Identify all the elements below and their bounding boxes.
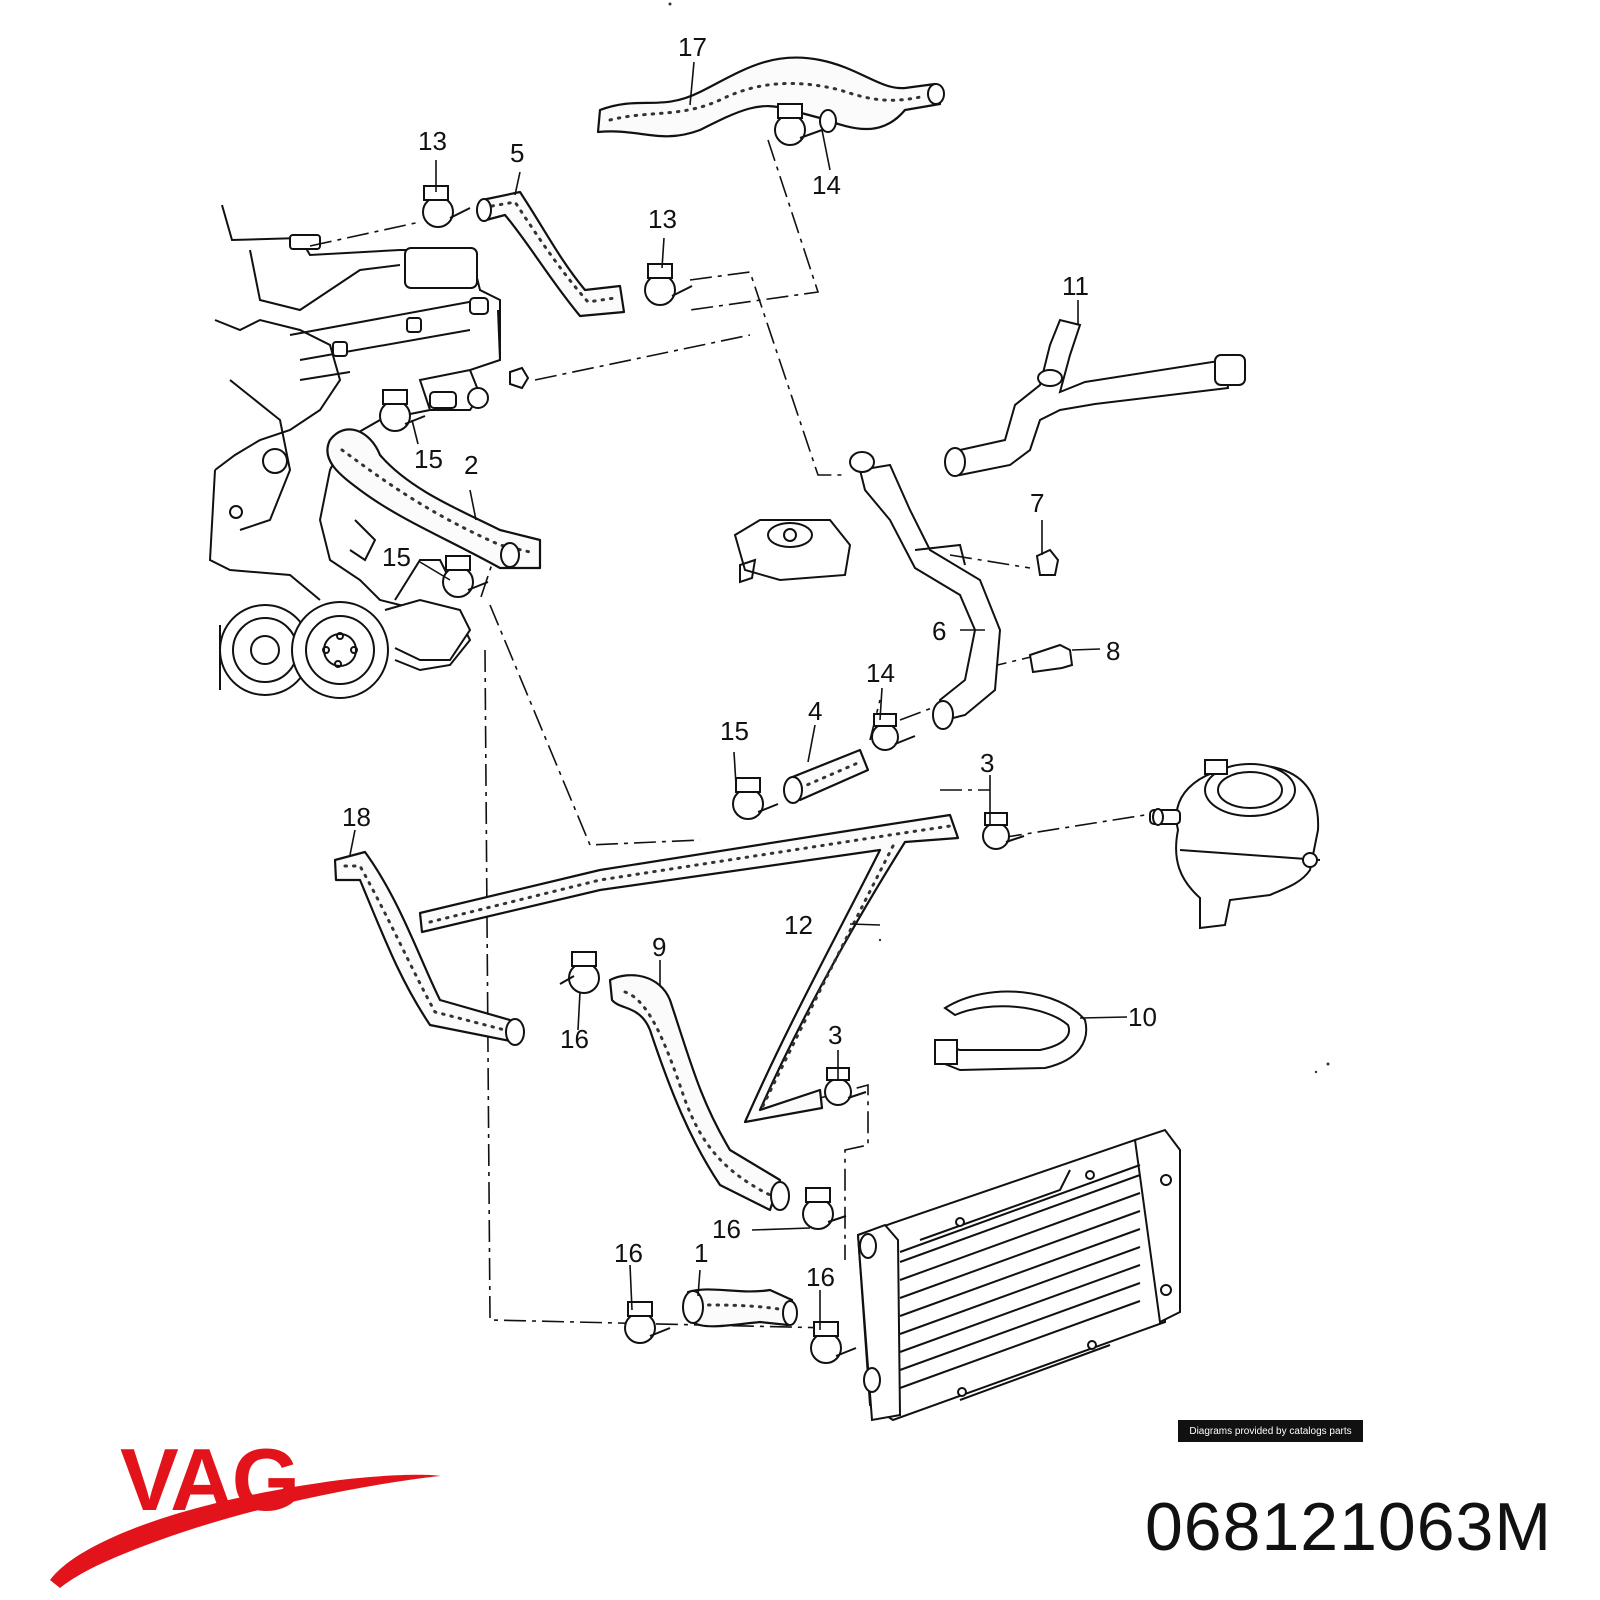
- part-number: 068121063M: [1144, 1489, 1552, 1565]
- hose-4: [783, 748, 870, 804]
- diagram-credit-badge: Diagrams provided by catalogs parts: [1178, 1420, 1363, 1442]
- clamp-15c: [732, 777, 779, 820]
- callout-labels: 17 13 5 13 14 11 15 2 7 15 6 8 14 4 15 3…: [342, 32, 1157, 1292]
- callout-3: 3: [980, 748, 994, 778]
- callout-5: 5: [510, 138, 524, 168]
- hose-17: [596, 56, 945, 138]
- callout-2: 2: [464, 450, 478, 480]
- scan-dots: [668, 2, 1330, 1074]
- callout-8: 8: [1106, 636, 1120, 666]
- callout-1: 1: [694, 1238, 708, 1268]
- callout-3: 3: [828, 1020, 842, 1050]
- pipe-6: [849, 451, 1002, 730]
- engine-block-drawing: [208, 204, 530, 699]
- clamp-16a: [559, 951, 600, 994]
- callout-11: 11: [1062, 271, 1089, 301]
- radiator: [856, 1128, 1181, 1422]
- callout-13: 13: [418, 126, 447, 156]
- leader-lines: [349, 61, 1128, 1330]
- callout-6: 6: [932, 616, 946, 646]
- callout-10: 10: [1128, 1002, 1157, 1032]
- pipe-11: [944, 318, 1246, 477]
- clamp-14a: [774, 103, 823, 146]
- mount-bracket-drawing: [733, 519, 852, 584]
- callout-15: 15: [382, 542, 411, 572]
- hose-clamps: [379, 103, 1025, 1364]
- callout-16: 16: [712, 1214, 741, 1244]
- callout-16: 16: [806, 1262, 835, 1292]
- callout-18: 18: [342, 802, 371, 832]
- band-clamp-10: [934, 990, 1088, 1072]
- hose-9: [608, 974, 790, 1212]
- clamp-13b: [644, 263, 693, 306]
- expansion-tank: [1149, 759, 1321, 930]
- clamp-14b: [871, 713, 916, 751]
- callout-16: 16: [614, 1238, 643, 1268]
- callout-14: 14: [812, 170, 841, 200]
- callout-15: 15: [720, 716, 749, 746]
- vag-logo-text: VAG: [120, 1440, 298, 1529]
- clamp-13a: [422, 185, 471, 228]
- hose-2: [326, 428, 542, 570]
- clamp-16b: [802, 1187, 847, 1230]
- callout-17: 17: [678, 32, 707, 62]
- clamp-15a: [379, 389, 426, 432]
- callout-7: 7: [1030, 488, 1044, 518]
- callout-16: 16: [560, 1024, 589, 1054]
- hose-1: [682, 1288, 798, 1328]
- part-7-nut: [1035, 548, 1060, 576]
- hose-12: [418, 813, 960, 1124]
- vag-logo: VAG: [50, 1440, 440, 1588]
- callout-9: 9: [652, 932, 666, 962]
- hose-5: [476, 190, 626, 318]
- callout-12: 12: [784, 910, 813, 940]
- clamp-16c: [624, 1301, 671, 1344]
- callout-14: 14: [866, 658, 895, 688]
- callout-4: 4: [808, 696, 822, 726]
- callout-15: 15: [414, 444, 443, 474]
- clamp-15b: [442, 555, 489, 598]
- clamp-3a: [982, 812, 1025, 850]
- callout-13: 13: [648, 204, 677, 234]
- clamp-3b: [824, 1067, 867, 1106]
- clamp-16d: [810, 1321, 857, 1364]
- part-8-bolt: [1028, 643, 1074, 674]
- hose-18: [333, 850, 525, 1046]
